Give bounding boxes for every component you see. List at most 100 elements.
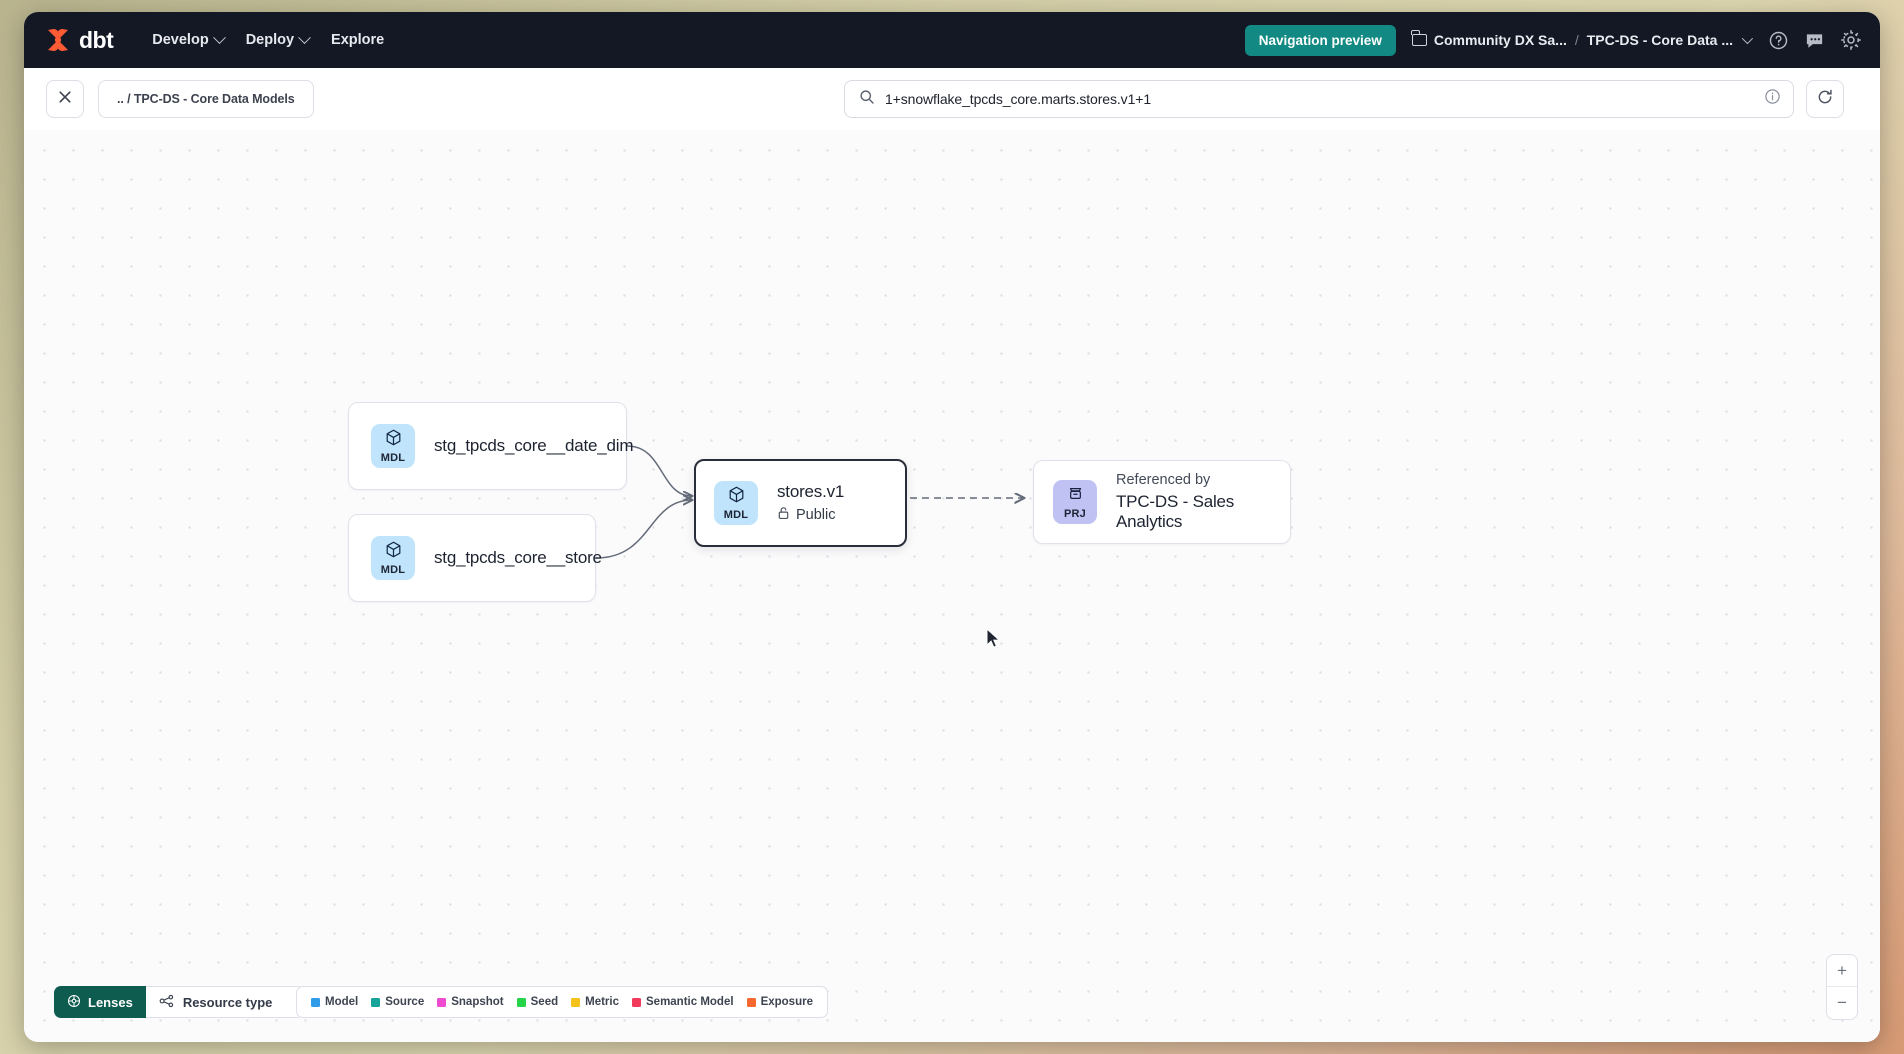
graph-node-stg-store[interactable]: MDL stg_tpcds_core__store xyxy=(348,514,602,602)
project-stack-icon xyxy=(1066,484,1085,508)
nav-icon-group xyxy=(1768,29,1862,51)
nav-item-deploy[interactable]: Deploy xyxy=(235,25,320,55)
graph-node-access: Public xyxy=(777,506,844,524)
legend-label: Model xyxy=(325,996,359,1008)
legend-item-source[interactable]: Source xyxy=(371,996,424,1008)
legend-item-model[interactable]: Model xyxy=(311,996,358,1008)
legend-label: Seed xyxy=(530,996,559,1008)
zoom-controls: + − xyxy=(1826,954,1858,1020)
resource-type-label: Resource type xyxy=(182,994,273,1010)
settings-gear-icon[interactable] xyxy=(1840,29,1862,51)
legend-item-exposure[interactable]: Exposure xyxy=(746,996,813,1008)
refresh-icon xyxy=(1816,88,1834,111)
unlock-icon xyxy=(777,506,790,524)
nav-item-explore-label: Explore xyxy=(331,32,385,48)
legend-swatch-icon xyxy=(516,997,526,1007)
resource-badge-project: PRJ xyxy=(1053,480,1097,524)
search-icon xyxy=(859,89,875,110)
close-button[interactable] xyxy=(46,80,84,118)
legend-item-seed[interactable]: Seed xyxy=(516,996,559,1008)
lenses-button-label: Lenses xyxy=(88,994,133,1010)
lenses-control-group: Lenses Resource type xyxy=(54,986,305,1018)
breadcrumb-project-label: TPC-DS - Core Data ... xyxy=(1586,32,1733,48)
search-input-container[interactable]: 1+snowflake_tpcds_core.marts.stores.v1+1 xyxy=(844,80,1794,118)
resource-badge-label: PRJ xyxy=(1064,508,1086,520)
nav-item-develop-label: Develop xyxy=(152,32,209,48)
graph-node-text: stores.v1 Public xyxy=(777,482,844,524)
nav-item-explore[interactable]: Explore xyxy=(320,25,395,55)
graph-node-text: stg_tpcds_core__store xyxy=(434,548,602,568)
browser-window: dbt Develop Deploy Explore Navigation pr… xyxy=(24,12,1880,1042)
chevron-down-icon xyxy=(1741,32,1754,45)
breadcrumb-item-project[interactable]: TPC-DS - Core Data ... xyxy=(1586,32,1754,48)
cube-icon xyxy=(384,428,403,452)
help-circle-icon[interactable] xyxy=(1768,30,1789,51)
chevron-down-icon xyxy=(212,30,226,44)
close-icon xyxy=(57,89,73,110)
cube-icon xyxy=(384,540,403,564)
resource-badge-label: MDL xyxy=(380,452,406,464)
graph-node-stores-v1[interactable]: MDL stores.v1 Public xyxy=(694,459,907,547)
graph-node-text: stg_tpcds_core__date_dim xyxy=(434,436,634,456)
chevron-down-icon xyxy=(298,30,311,44)
info-circle-icon[interactable] xyxy=(1764,88,1781,110)
graph-node-project-sales-analytics[interactable]: PRJ Referenced by TPC-DS - Sales Analyti… xyxy=(1033,460,1291,544)
zoom-in-button[interactable]: + xyxy=(1827,955,1857,987)
graph-node-text: Referenced by TPC-DS - Sales Analytics xyxy=(1116,472,1271,532)
refresh-button[interactable] xyxy=(1806,80,1844,118)
chevron-down-icon xyxy=(280,995,290,1010)
legend-item-metric[interactable]: Metric xyxy=(571,996,619,1008)
graph-node-title: stores.v1 xyxy=(777,482,845,501)
legend-label: Exposure xyxy=(760,996,813,1008)
edge-store-to-stores xyxy=(595,500,692,559)
resource-badge-model: MDL xyxy=(371,536,415,580)
zoom-out-button[interactable]: − xyxy=(1837,993,1847,1012)
legend-label: Semantic Model xyxy=(646,996,734,1008)
breadcrumb-separator: / xyxy=(1574,32,1579,48)
navigation-preview-badge[interactable]: Navigation preview xyxy=(1244,24,1396,56)
cube-icon xyxy=(727,485,746,509)
top-navigation-bar: dbt Develop Deploy Explore Navigation pr… xyxy=(24,12,1880,68)
graph-node-stg-date-dim[interactable]: MDL stg_tpcds_core__date_dim xyxy=(348,402,634,490)
breadcrumb-path-pill[interactable]: .. / TPC-DS - Core Data Models xyxy=(98,80,314,118)
resource-type-dropdown[interactable]: Resource type xyxy=(145,986,305,1018)
legend-label: Source xyxy=(385,996,425,1008)
resource-badge-label: MDL xyxy=(380,564,406,576)
search-input[interactable]: 1+snowflake_tpcds_core.marts.stores.v1+1 xyxy=(885,91,1152,107)
breadcrumb-account-label: Community DX Sa... xyxy=(1433,32,1567,48)
legend-swatch-icon xyxy=(746,997,756,1007)
graph-node-title: TPC-DS - Sales Analytics xyxy=(1116,492,1235,531)
legend-item-snapshot[interactable]: Snapshot xyxy=(437,996,504,1008)
dbt-logo[interactable]: dbt xyxy=(36,26,114,54)
graph-node-access-label: Public xyxy=(796,507,836,523)
legend-swatch-icon xyxy=(571,997,581,1007)
feedback-chat-icon[interactable] xyxy=(1804,30,1825,51)
legend-label: Metric xyxy=(585,996,619,1008)
dbt-logo-icon xyxy=(44,26,72,54)
resource-badge-label: MDL xyxy=(723,509,749,521)
legend-swatch-icon xyxy=(437,997,447,1007)
lineage-edges xyxy=(595,445,1880,559)
lenses-button[interactable]: Lenses xyxy=(54,986,146,1018)
legend-swatch-icon xyxy=(371,997,381,1007)
lineage-toolbar: .. / TPC-DS - Core Data Models 1+snowfla… xyxy=(24,68,1880,130)
graph-node-title: stg_tpcds_core__date_dim xyxy=(434,436,634,455)
lineage-graph-canvas[interactable]: MDL stg_tpcds_core__date_dim MDL stg_tpc… xyxy=(24,130,1880,1042)
search-area: 1+snowflake_tpcds_core.marts.stores.v1+1 xyxy=(844,80,1844,118)
breadcrumb-item-account[interactable]: Community DX Sa... xyxy=(1411,30,1567,48)
legend-item-semantic-model[interactable]: Semantic Model xyxy=(632,996,734,1008)
legend-label: Snapshot xyxy=(451,996,504,1008)
nav-item-deploy-label: Deploy xyxy=(245,32,295,48)
resource-type-legend: Model Source Snapshot Seed Metric Semantic Mo… xyxy=(296,986,828,1018)
lens-icon xyxy=(67,994,81,1011)
resource-graph-icon xyxy=(159,994,175,1011)
brand-name: dbt xyxy=(79,26,114,53)
graph-node-kicker: Referenced by xyxy=(1116,472,1211,488)
legend-swatch-icon xyxy=(632,997,641,1007)
resource-badge-model: MDL xyxy=(371,424,415,468)
breadcrumb: Community DX Sa... / TPC-DS - Core Data … xyxy=(1411,30,1754,48)
graph-node-title: stg_tpcds_core__store xyxy=(434,548,602,567)
nav-item-develop[interactable]: Develop xyxy=(141,25,234,55)
legend-swatch-icon xyxy=(311,997,320,1007)
edge-date-dim-to-stores xyxy=(626,445,692,496)
